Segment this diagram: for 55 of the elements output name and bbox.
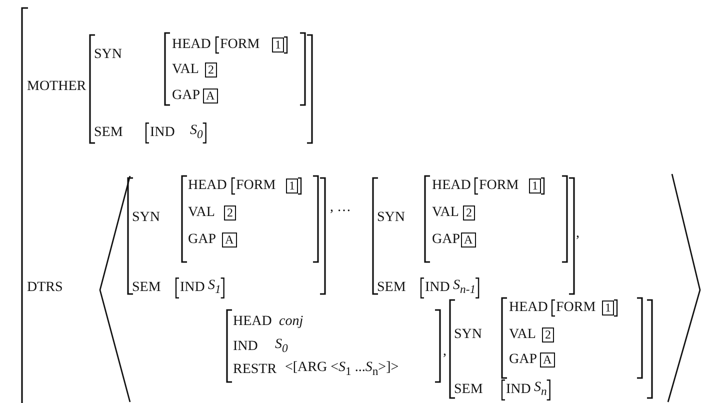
coindex-tag: A xyxy=(203,88,218,104)
feature-label: IND xyxy=(425,280,450,296)
feature-label: HEAD xyxy=(188,178,227,194)
coindex-tag: A xyxy=(540,352,555,368)
coindex-tag: 2 xyxy=(542,328,554,342)
feature-label: HEAD xyxy=(432,178,471,194)
feature-label: GAP xyxy=(432,232,460,248)
coindex-tag: 1 xyxy=(286,178,298,194)
feature-label: FORM xyxy=(220,37,260,53)
feature-label: FORM xyxy=(479,178,519,194)
feature-label: SEM xyxy=(454,382,483,398)
coindex-tag: 1 xyxy=(272,38,284,52)
value-label: S$_{n-1}$ xyxy=(453,278,476,298)
value-label: S$_{0}$ xyxy=(275,337,288,357)
coindex-tag: 2 xyxy=(205,62,217,78)
feature-label: SYN xyxy=(377,210,406,226)
value-label: conj xyxy=(279,314,304,330)
coindex-tag: 1 xyxy=(529,178,541,194)
feature-label: GAP xyxy=(188,232,216,248)
coindex-tag: 2 xyxy=(224,206,236,220)
feature-label: HEAD xyxy=(509,300,548,316)
feature-label: VAL xyxy=(188,205,215,221)
value-label: S$_{0}$ xyxy=(190,123,203,143)
feature-label: , xyxy=(576,226,580,242)
feature-label: SYN xyxy=(132,210,160,226)
feature-label: SEM xyxy=(132,280,161,296)
feature-label: IND xyxy=(180,280,205,296)
feature-label: GAP xyxy=(172,88,200,104)
feature-label: VAL xyxy=(509,327,536,343)
coindex-tag: A xyxy=(461,232,476,248)
feature-label: FORM xyxy=(556,300,596,316)
feature-label: MOTHER xyxy=(27,79,86,95)
feature-label: SEM xyxy=(94,125,123,141)
feature-label: SEM xyxy=(377,280,406,296)
feature-label: SYN xyxy=(94,47,122,63)
coindex-tag: 1 xyxy=(602,300,614,316)
feature-label: IND xyxy=(150,125,175,141)
feature-label: VAL xyxy=(432,205,459,221)
feature-label: HEAD xyxy=(172,37,211,53)
feature-label: IND xyxy=(506,382,531,398)
feature-label: SYN xyxy=(454,327,482,343)
feature-label: GAP xyxy=(509,352,538,368)
feature-label: FORM xyxy=(236,178,276,194)
value-label: S$_{n}$ xyxy=(534,380,547,400)
coindex-tag: 2 xyxy=(463,206,475,220)
feature-label: , xyxy=(443,344,446,360)
feature-label: HEAD xyxy=(233,314,272,330)
feature-label: VAL xyxy=(172,62,199,78)
coindex-tag: A xyxy=(222,232,237,248)
feature-label: RESTR xyxy=(233,362,277,378)
feature-label: , … xyxy=(330,200,351,216)
feature-label: IND xyxy=(233,339,258,355)
feature-label: DTRS xyxy=(27,280,63,296)
value-label: S$_{1}$ xyxy=(208,278,221,298)
feature-label: <[ARG <S$_{1}$ ...S$_{n}$>]> xyxy=(285,360,399,380)
